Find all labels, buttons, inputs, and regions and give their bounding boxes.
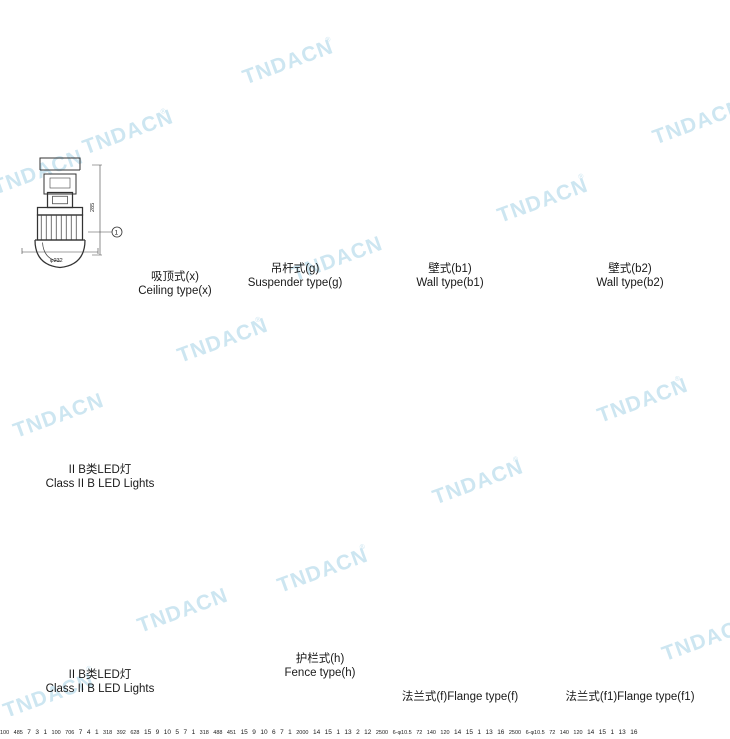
part-number: 1 — [115, 230, 119, 237]
wall-b1-drawing: 318 392 628 15 9 10 5 7 1 — [103, 729, 196, 736]
svg-text:®: ® — [674, 374, 682, 384]
flange-f-drawing: 2500 6-φ10.5 72 140 120 14 15 1 13 16 — [375, 729, 505, 736]
dim-ceiling-width: φ232 — [50, 258, 63, 264]
wall-b2-drawing: 318 488 451 15 9 10 6 7 1 — [199, 729, 292, 736]
watermark: TNDACN — [430, 455, 527, 509]
watermark: TNDACN — [134, 584, 231, 638]
svg-text:®: ® — [159, 107, 167, 117]
watermark: TNDACN — [659, 612, 730, 666]
caption-fence-type: 护栏式(h)Fence type(h) — [284, 653, 356, 679]
svg-text:®: ® — [359, 542, 367, 552]
flange-f1-drawing: 2500 6-φ10.5 72 140 120 14 15 1 13 16 — [508, 729, 638, 736]
watermark: TNDACN — [0, 145, 86, 199]
caption-wall-b2: 壁式(b2)Wall type(b2) — [596, 263, 664, 289]
ceiling-bracket-drawing: 100 485 7 3 1 — [0, 729, 48, 736]
svg-text:®: ® — [324, 35, 332, 45]
watermarks: TNDACN® TNDACN® TNDACN TNDACN® TNDACN TN… — [0, 35, 730, 723]
caption-flange-f: 法兰式(f)Flange type(f) — [401, 691, 519, 703]
svg-text:®: ® — [85, 664, 93, 674]
caption-wall-b1: 壁式(b1)Wall type(b1) — [416, 263, 484, 289]
dim-bracket: 100 — [0, 730, 10, 736]
watermark: TNDACN — [240, 35, 337, 89]
svg-text:®: ® — [577, 172, 585, 182]
svg-text:®: ® — [254, 315, 262, 325]
installation-diagram-sheet: TNDACN® TNDACN® TNDACN TNDACN® TNDACN TN… — [0, 35, 730, 736]
watermark: TNDACN — [494, 174, 591, 228]
watermark: TNDACN — [650, 95, 730, 149]
caption-ceiling-type: 吸顶式(x)Ceiling type(x) — [138, 271, 212, 297]
caption-flange-f1: 法兰式(f1)Flange type(f1) — [565, 691, 695, 703]
fence-type-drawing: 2000 14 15 1 13 2 12 — [296, 729, 372, 736]
ceiling-type-drawing: φ232 285 1 — [21, 157, 123, 269]
suspender-type-drawing: 100 706 7 4 1 — [51, 729, 99, 736]
watermark: TNDACN — [10, 389, 107, 443]
diagram-canvas: TNDACN® TNDACN® TNDACN TNDACN® TNDACN TN… — [0, 35, 730, 723]
caption-suspender-type: 吊杆式(g)Suspender type(g) — [247, 263, 343, 289]
dim-drop: 485 — [13, 730, 23, 736]
dim-ceiling-height: 285 — [90, 203, 96, 212]
watermark: TNDACN — [274, 544, 371, 598]
svg-text:®: ® — [512, 455, 520, 465]
